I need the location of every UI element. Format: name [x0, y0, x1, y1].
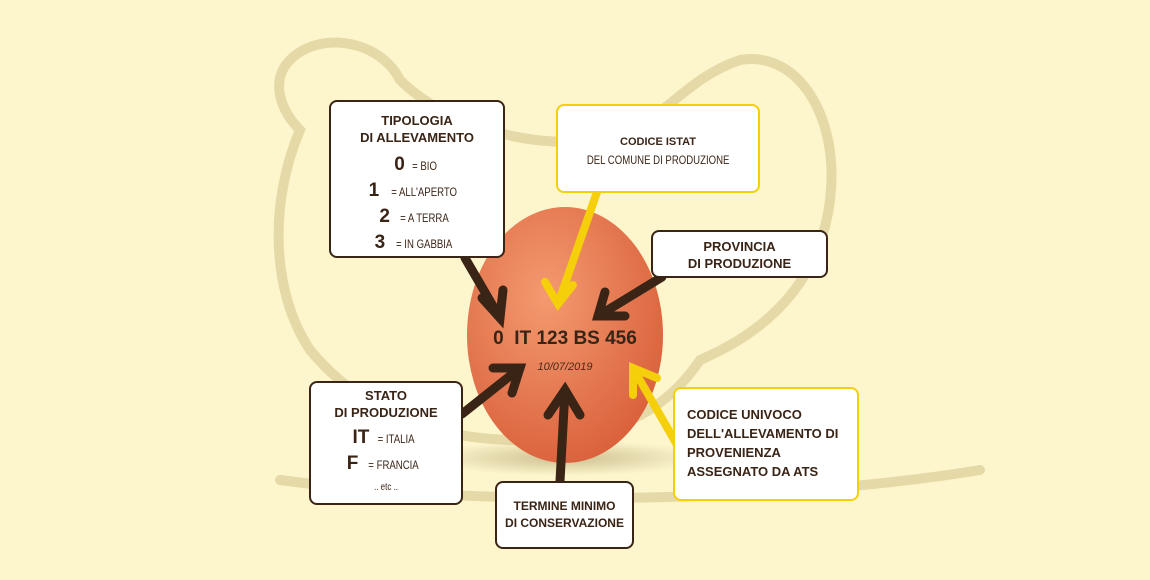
- egg-date: 10/07/2019: [537, 361, 593, 373]
- tipologia-row: 0 = BIO: [394, 154, 437, 175]
- egg: [467, 207, 663, 463]
- stato-etc: .. etc ..: [373, 482, 398, 493]
- stato-row: F = FRANCIA: [346, 453, 419, 474]
- tipologia-row: 3 = IN GABBIA: [374, 232, 453, 253]
- istat-subtitle: DEL COMUNE DI PRODUZIONE: [586, 153, 730, 167]
- tipologia-row: 1 = ALL'APERTO: [368, 180, 458, 201]
- egg-code: 0 IT 123 BS 456: [493, 328, 637, 349]
- istat-box: CODICE ISTAT DEL COMUNE DI PRODUZIONE: [556, 104, 760, 193]
- istat-title: CODICE ISTAT: [620, 136, 696, 148]
- stato-row: IT = ITALIA: [352, 427, 415, 448]
- yellow-arrows: [541, 188, 684, 454]
- brown-arrows: [457, 253, 667, 486]
- tipologia-row: 2 = A TERRA: [379, 206, 449, 227]
